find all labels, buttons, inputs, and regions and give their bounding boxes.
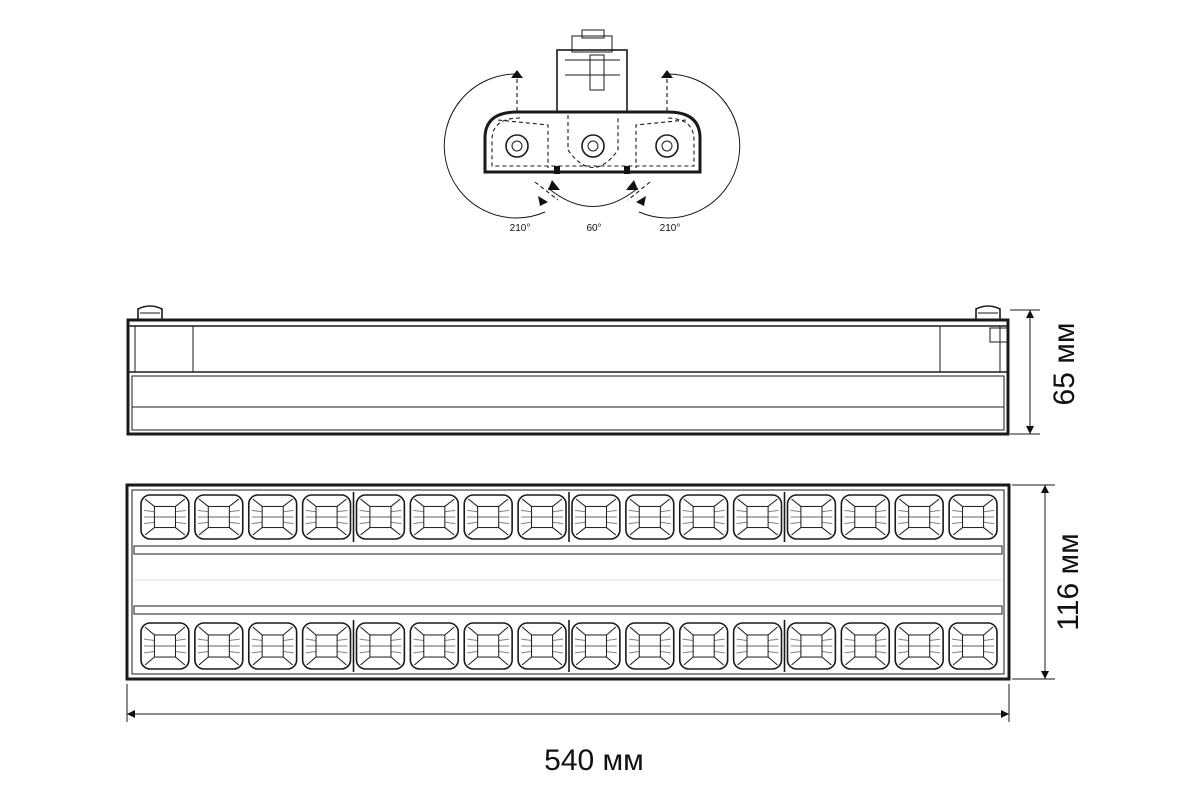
louver-cell: [894, 622, 944, 670]
side-body: [126, 318, 1010, 436]
bottom-body: [125, 483, 1011, 681]
track-adapter: [556, 49, 628, 113]
side-view: 65 мм: [126, 305, 1081, 436]
left-end-clip: [137, 305, 163, 320]
louver-cell: [732, 494, 783, 540]
adapter-cap: [571, 35, 613, 53]
louver-cell: [140, 494, 190, 540]
louver-cell: [678, 622, 729, 670]
louver-cell: [625, 622, 675, 670]
louver-cell: [948, 622, 998, 670]
louver-cell: [463, 622, 513, 670]
louver-cell: [894, 494, 944, 540]
end-view: 210° 60° 210°: [443, 29, 741, 234]
louver-cell: [840, 622, 891, 670]
louver-cell: [355, 622, 406, 670]
louver-cell: [732, 622, 783, 670]
bottom-view: 116 мм 540 мм: [125, 483, 1085, 777]
louver-cell: [625, 494, 675, 540]
louver-cell: [517, 494, 567, 540]
louver-cell: [247, 622, 298, 670]
width-dimension-label: 116 мм: [1052, 533, 1085, 630]
louver-cell: [247, 494, 298, 540]
louver-row-top: [140, 492, 998, 542]
right-rotation-arc: [638, 73, 741, 219]
left-angle-label: 210°: [510, 223, 531, 234]
louver-cell: [517, 622, 567, 670]
louver-cell: [463, 494, 513, 540]
right-end-clip: [975, 305, 1001, 320]
louver-cell: [301, 494, 352, 540]
louver-cell: [571, 622, 621, 670]
right-hinge: [624, 166, 630, 174]
louver-cell: [786, 494, 837, 540]
louver-cell: [840, 494, 891, 540]
center-angle-label: 60°: [586, 223, 601, 234]
louver-cell: [194, 622, 244, 670]
louver-cell: [140, 622, 190, 670]
adapter-pin: [581, 29, 605, 39]
left-rotation-arc: [443, 73, 546, 219]
louver-cell: [948, 494, 998, 540]
louver-cell: [355, 494, 406, 540]
height-dimension-label: 65 мм: [1048, 323, 1081, 406]
louver-cell: [571, 494, 621, 540]
center-swivel-head: [567, 115, 619, 168]
louver-cell: [301, 622, 352, 670]
left-swivel-head: [497, 119, 549, 168]
center-rotation-arc: [547, 187, 639, 207]
louver-cell: [194, 494, 244, 540]
louver-row-bottom: [140, 620, 998, 672]
louver-cell: [678, 494, 729, 540]
left-hinge: [554, 166, 560, 174]
louver-cell: [786, 622, 837, 670]
body-outline: [483, 110, 702, 174]
louver-cell: [409, 494, 460, 540]
right-angle-label: 210°: [660, 223, 681, 234]
right-swivel-head: [635, 119, 687, 168]
louver-cell: [409, 622, 460, 670]
length-dimension-label: 540 мм: [544, 744, 644, 777]
